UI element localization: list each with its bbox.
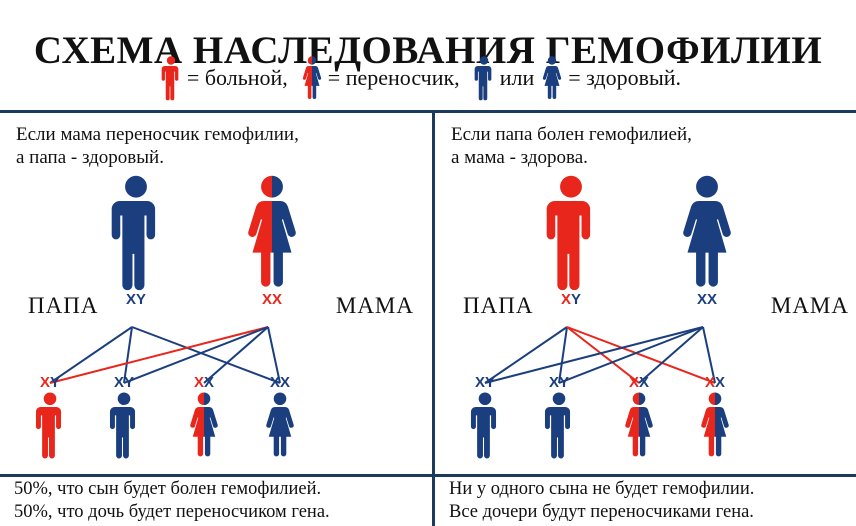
- panel-mother-carrier: Если мама переносчик гемофилии, а папа -…: [0, 113, 432, 526]
- mother-pictogram: [681, 175, 733, 292]
- line-mother-to-child-2: [203, 326, 269, 384]
- inheritance-lines: [435, 325, 856, 387]
- father-label: ПАПА: [463, 293, 534, 318]
- father-genotype: XY: [125, 291, 147, 308]
- child-pictogram: [687, 392, 743, 460]
- father-genotype: XY: [560, 291, 582, 308]
- line-father-to-child-3: [566, 326, 716, 384]
- father-label: ПАПА: [28, 293, 99, 318]
- legend-item-2: или: [474, 52, 543, 104]
- legend-item-label: = переносчик,: [327, 65, 460, 90]
- legend-item-3: = здоровый.: [542, 52, 695, 104]
- child-genotype: XX: [704, 374, 726, 391]
- children-row: XY XY XX XX: [0, 375, 432, 465]
- legend: = больной, = переносчик, или = здоровый.: [0, 52, 856, 104]
- male-figure-blue: [474, 55, 494, 101]
- page-title: СХЕМА НАСЛЕДОВАНИЯ ГЕМОФИЛИИ: [33, 29, 823, 73]
- mother-figure: XX: [246, 175, 298, 308]
- legend-item-0: = больной,: [161, 52, 302, 104]
- child-pictogram: [22, 392, 78, 460]
- child-genotype: XY: [548, 374, 570, 391]
- panel-heading: Если папа болен гемофилией, а мама - здо…: [451, 124, 692, 168]
- female-figure-carrier: [302, 55, 322, 101]
- child-pictogram: [611, 392, 667, 460]
- child-genotype: XX: [628, 374, 650, 391]
- child-pictogram: [176, 392, 232, 460]
- child-genotype: XY: [39, 374, 61, 391]
- child-1: XY: [531, 375, 587, 460]
- father-figure: XY: [545, 175, 597, 308]
- line-father-to-child-0: [49, 326, 133, 384]
- mother-genotype: XX: [696, 291, 718, 308]
- inheritance-lines: [0, 325, 432, 387]
- child-2: XX: [176, 375, 232, 460]
- panel-conclusion: Ни у одного сына не будет гемофилии. Все…: [449, 479, 755, 522]
- legend-item-label: = больной,: [186, 65, 288, 90]
- child-3: XX: [252, 375, 308, 460]
- child-pictogram: [457, 392, 513, 460]
- line-father-to-child-1: [558, 326, 568, 384]
- child-genotype: XY: [474, 374, 496, 391]
- line-mother-to-child-3: [267, 326, 281, 384]
- child-0: XY: [457, 375, 513, 460]
- panel-conclusion: 50%, что сын будет болен гемофилией. 50%…: [14, 479, 330, 522]
- mother-label: МАМА: [770, 293, 849, 318]
- child-0: XY: [22, 375, 78, 460]
- male-figure-red: [161, 55, 181, 101]
- child-1: XY: [96, 375, 152, 460]
- cross-lines-svg: [484, 326, 716, 384]
- divider-vertical: [432, 113, 435, 526]
- line-father-to-child-1: [123, 326, 133, 384]
- mother-label: МАМА: [335, 293, 414, 318]
- parents-row: ПАПА МАМА XY XX: [0, 175, 432, 325]
- child-pictogram: [252, 392, 308, 460]
- line-mother-to-child-3: [702, 326, 716, 384]
- divider-top: [0, 110, 856, 113]
- father-figure: XY: [110, 175, 162, 308]
- line-mother-to-child-1: [558, 326, 704, 384]
- child-2: XX: [611, 375, 667, 460]
- mother-genotype: XX: [261, 291, 283, 308]
- legend-item-label: = здоровый.: [568, 65, 682, 90]
- line-father-to-child-3: [131, 326, 281, 384]
- child-genotype: XX: [193, 374, 215, 391]
- mother-figure: XX: [681, 175, 733, 308]
- line-mother-to-child-0: [484, 326, 704, 384]
- child-genotype: XX: [269, 374, 291, 391]
- legend-item-label: или: [499, 65, 535, 90]
- line-mother-to-child-0: [49, 326, 269, 384]
- parents-row: ПАПА МАМА XY XX: [435, 175, 856, 325]
- panel-father-affected: Если папа болен гемофилией, а мама - здо…: [435, 113, 856, 526]
- child-pictogram: [531, 392, 587, 460]
- divider-bottom: [0, 474, 856, 477]
- legend-item-1: = переносчик,: [302, 52, 474, 104]
- father-pictogram: [545, 175, 597, 292]
- female-figure-blue: [542, 55, 562, 101]
- cross-lines-svg: [49, 326, 281, 384]
- line-mother-to-child-1: [123, 326, 269, 384]
- child-pictogram: [96, 392, 152, 460]
- line-mother-to-child-2: [638, 326, 704, 384]
- child-3: XX: [687, 375, 743, 460]
- line-father-to-child-0: [484, 326, 568, 384]
- panel-heading: Если мама переносчик гемофилии, а папа -…: [16, 124, 299, 168]
- mother-pictogram: [246, 175, 298, 292]
- child-genotype: XY: [113, 374, 135, 391]
- father-pictogram: [110, 175, 162, 292]
- children-row: XY XY XX XX: [435, 375, 856, 465]
- line-father-to-child-2: [566, 326, 640, 384]
